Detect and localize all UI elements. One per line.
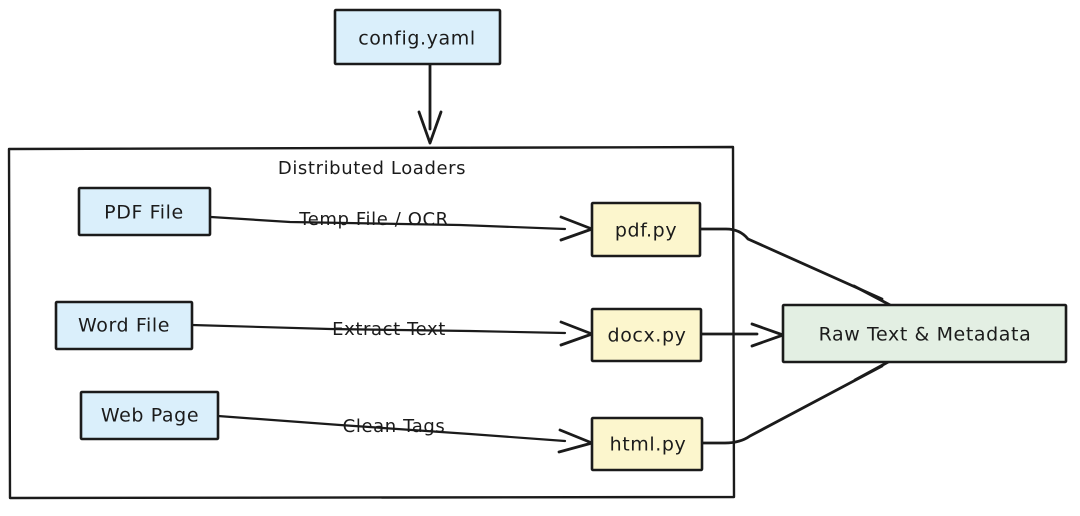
edge-html-py-to-output <box>700 364 884 445</box>
node-pdf-file-box[interactable] <box>77 186 212 237</box>
node-html-py-label: html.py <box>610 434 687 456</box>
edge-pdf-file-to-pdf-py <box>209 215 567 231</box>
edge-label-temp-file-ocr: Temp File / OCR <box>298 209 449 230</box>
node-pdf-py-label: pdf.py <box>615 220 677 242</box>
node-pdf-file-label: PDF File <box>104 202 184 224</box>
node-word-file-box[interactable] <box>54 300 194 351</box>
edge-pdf-py-to-output <box>698 227 884 301</box>
node-html-py-box[interactable] <box>590 416 704 472</box>
node-web-page-box[interactable] <box>79 390 220 441</box>
node-docx-py-box[interactable] <box>590 307 703 363</box>
node-web-page-label: Web Page <box>101 405 199 427</box>
node-pdf-py-box[interactable] <box>590 201 702 258</box>
node-config-yaml-box[interactable] <box>333 8 502 66</box>
group-container-distributed-loaders <box>7 145 736 500</box>
edge-label-extract-text: Extract Text <box>332 319 446 340</box>
node-raw-text-metadata-box[interactable] <box>781 303 1068 364</box>
group-title-label: Distributed Loaders <box>278 158 466 179</box>
node-docx-py-label: docx.py <box>608 325 687 347</box>
node-config-yaml-label: config.yaml <box>358 28 475 50</box>
edge-word-file-to-docx-py <box>190 323 567 335</box>
arrowhead-config-to-group <box>417 110 443 145</box>
edge-web-page-to-html-py <box>216 414 567 443</box>
edge-label-clean-tags: Clean Tags <box>343 416 446 437</box>
node-word-file-label: Word File <box>78 315 170 337</box>
node-raw-text-metadata-label: Raw Text & Metadata <box>819 324 1032 346</box>
